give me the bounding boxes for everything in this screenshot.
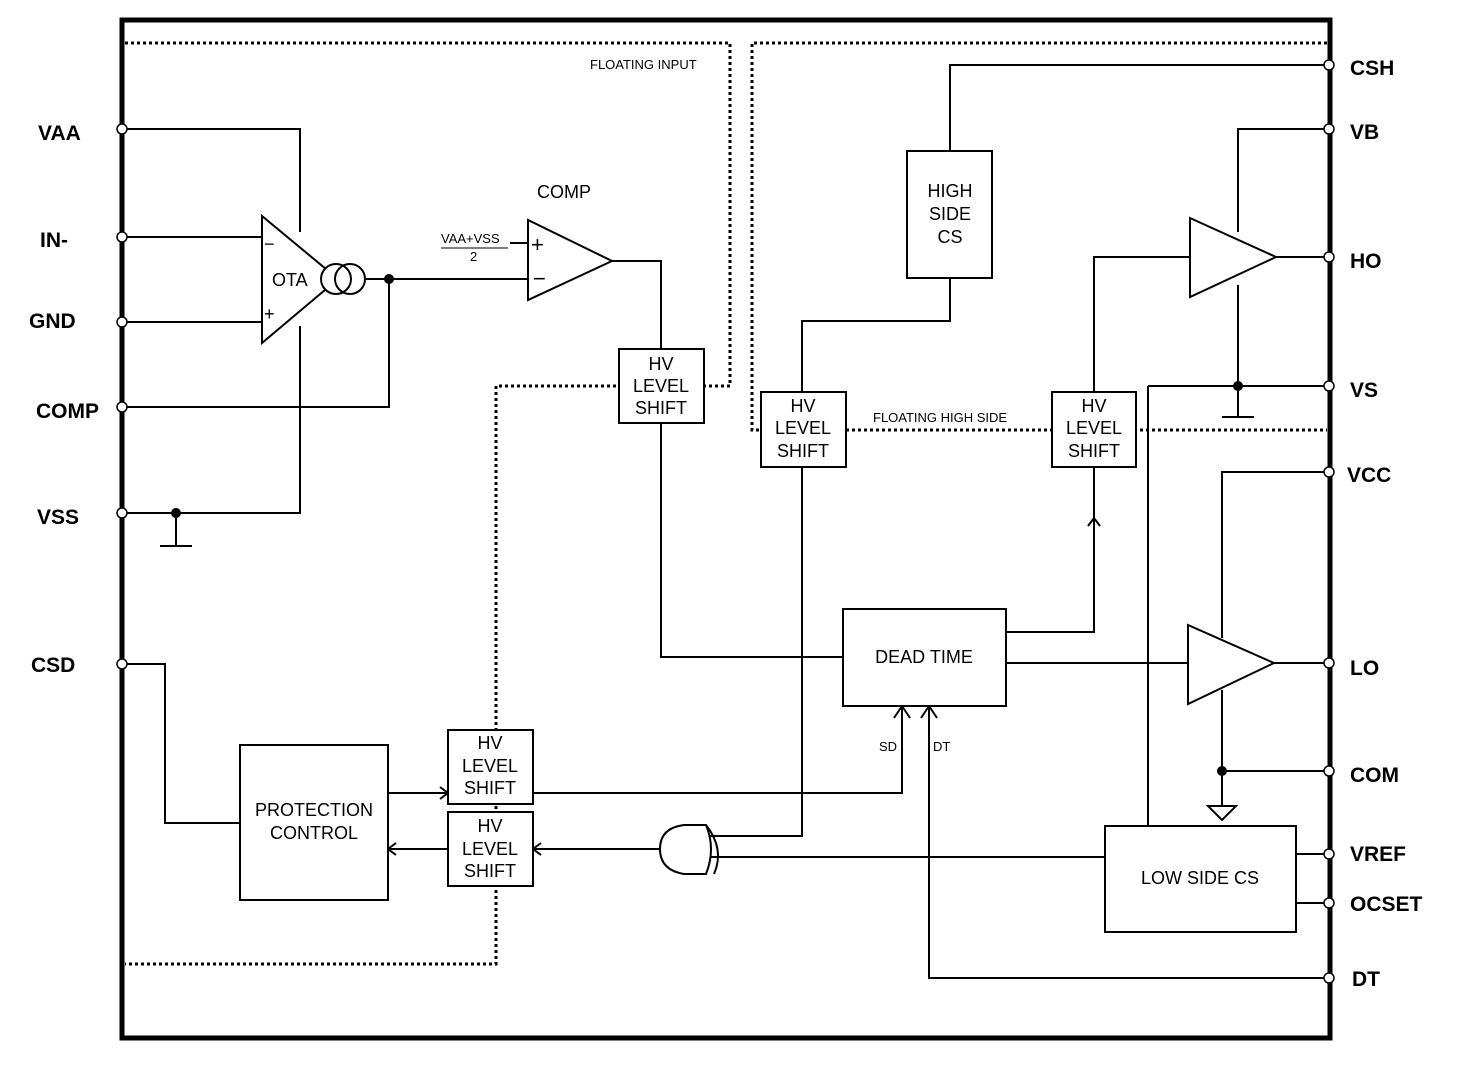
control-label: CONTROL	[270, 823, 358, 843]
protection-control-block: PROTECTION CONTROL	[239, 744, 389, 901]
high-label: HIGH	[928, 181, 973, 201]
pin-vref: VREF	[1350, 843, 1406, 866]
shift-label: SHIFT	[464, 778, 516, 798]
shift-label: SHIFT	[1068, 441, 1120, 461]
floating-input-label: FLOATING INPUT	[590, 57, 697, 72]
ho-driver-buffer	[1189, 216, 1279, 299]
level-label: LEVEL	[462, 756, 518, 776]
floating-high-side-boundary	[750, 41, 1327, 432]
hv-label: HV	[790, 396, 815, 416]
protection-label: PROTECTION	[255, 800, 373, 820]
junction-dot	[384, 274, 394, 284]
shift-label: SHIFT	[464, 861, 516, 881]
hv-level-shift-input: HV LEVEL SHIFT	[618, 348, 705, 424]
ota-plus: +	[264, 304, 275, 324]
shift-label: SHIFT	[635, 398, 687, 418]
hv-level-shift-sd: HV LEVEL SHIFT	[447, 729, 534, 805]
lo-driver-buffer	[1187, 623, 1277, 706]
pin-vb: VB	[1350, 121, 1379, 144]
low-side-cs-block: LOW SIDE CS	[1104, 825, 1297, 933]
or-gate	[658, 824, 712, 875]
hv-level-shift-fault: HV LEVEL SHIFT	[447, 811, 534, 887]
hv-label: HV	[1081, 396, 1106, 416]
wires	[122, 64, 1329, 979]
floating-high-side-label: FLOATING HIGH SIDE	[873, 410, 1007, 425]
pin-lo: LO	[1350, 657, 1379, 680]
junction-dot	[1233, 381, 1243, 391]
comp-title: COMP	[537, 182, 591, 202]
junction-dot	[1217, 766, 1227, 776]
sd-label: SD	[879, 739, 897, 754]
comp-ref-numerator: VAA+VSS	[441, 231, 500, 246]
pin-in-minus: IN-	[40, 229, 68, 252]
pin-csh: CSH	[1350, 57, 1394, 80]
pin-com: COM	[1350, 764, 1399, 787]
level-label: LEVEL	[1066, 418, 1122, 438]
chip-outline	[119, 17, 1333, 1041]
comp-minus: −	[533, 266, 546, 291]
shift-label: SHIFT	[777, 441, 829, 461]
pin-ocset: OCSET	[1350, 893, 1423, 916]
pin-dt: DT	[1352, 968, 1380, 991]
ota-label: OTA	[272, 270, 308, 290]
level-label: LEVEL	[633, 376, 689, 396]
floating-input-boundary	[125, 41, 732, 966]
ota-minus: −	[264, 234, 275, 254]
pin-terminals	[116, 59, 1335, 984]
level-label: LEVEL	[462, 839, 518, 859]
pin-vaa: VAA	[38, 122, 81, 145]
pin-vcc: VCC	[1347, 464, 1391, 487]
level-label: LEVEL	[775, 418, 831, 438]
pin-comp: COMP	[36, 400, 99, 423]
junction-dot	[171, 508, 181, 518]
hv-level-shift-ho: HV LEVEL SHIFT	[1051, 391, 1137, 468]
dead-time-block: DEAD TIME SD DT	[842, 608, 1007, 754]
hv-level-shift-cs: HV LEVEL SHIFT	[760, 391, 847, 468]
current-source-icon	[334, 263, 366, 295]
high-side-cs-block: HIGH SIDE CS	[906, 150, 993, 279]
side-label: SIDE	[929, 204, 971, 224]
hv-label: HV	[648, 354, 673, 374]
comp-plus: +	[531, 232, 544, 257]
pin-gnd: GND	[29, 310, 76, 333]
hv-label: HV	[477, 733, 502, 753]
comparator: COMP + − VAA+VSS 2	[441, 182, 615, 302]
pin-csd: CSD	[31, 654, 75, 677]
pin-vss: VSS	[37, 506, 79, 529]
pin-ho: HO	[1350, 250, 1382, 273]
cs-label: CS	[937, 227, 962, 247]
ota-amplifier: OTA − +	[261, 213, 366, 346]
dead-time-label: DEAD TIME	[875, 647, 973, 667]
hv-label: HV	[477, 816, 502, 836]
comp-ref-denominator: 2	[470, 249, 477, 264]
pin-vs: VS	[1350, 379, 1378, 402]
low-side-cs-label: LOW SIDE CS	[1141, 868, 1259, 888]
dt-label: DT	[933, 739, 950, 754]
